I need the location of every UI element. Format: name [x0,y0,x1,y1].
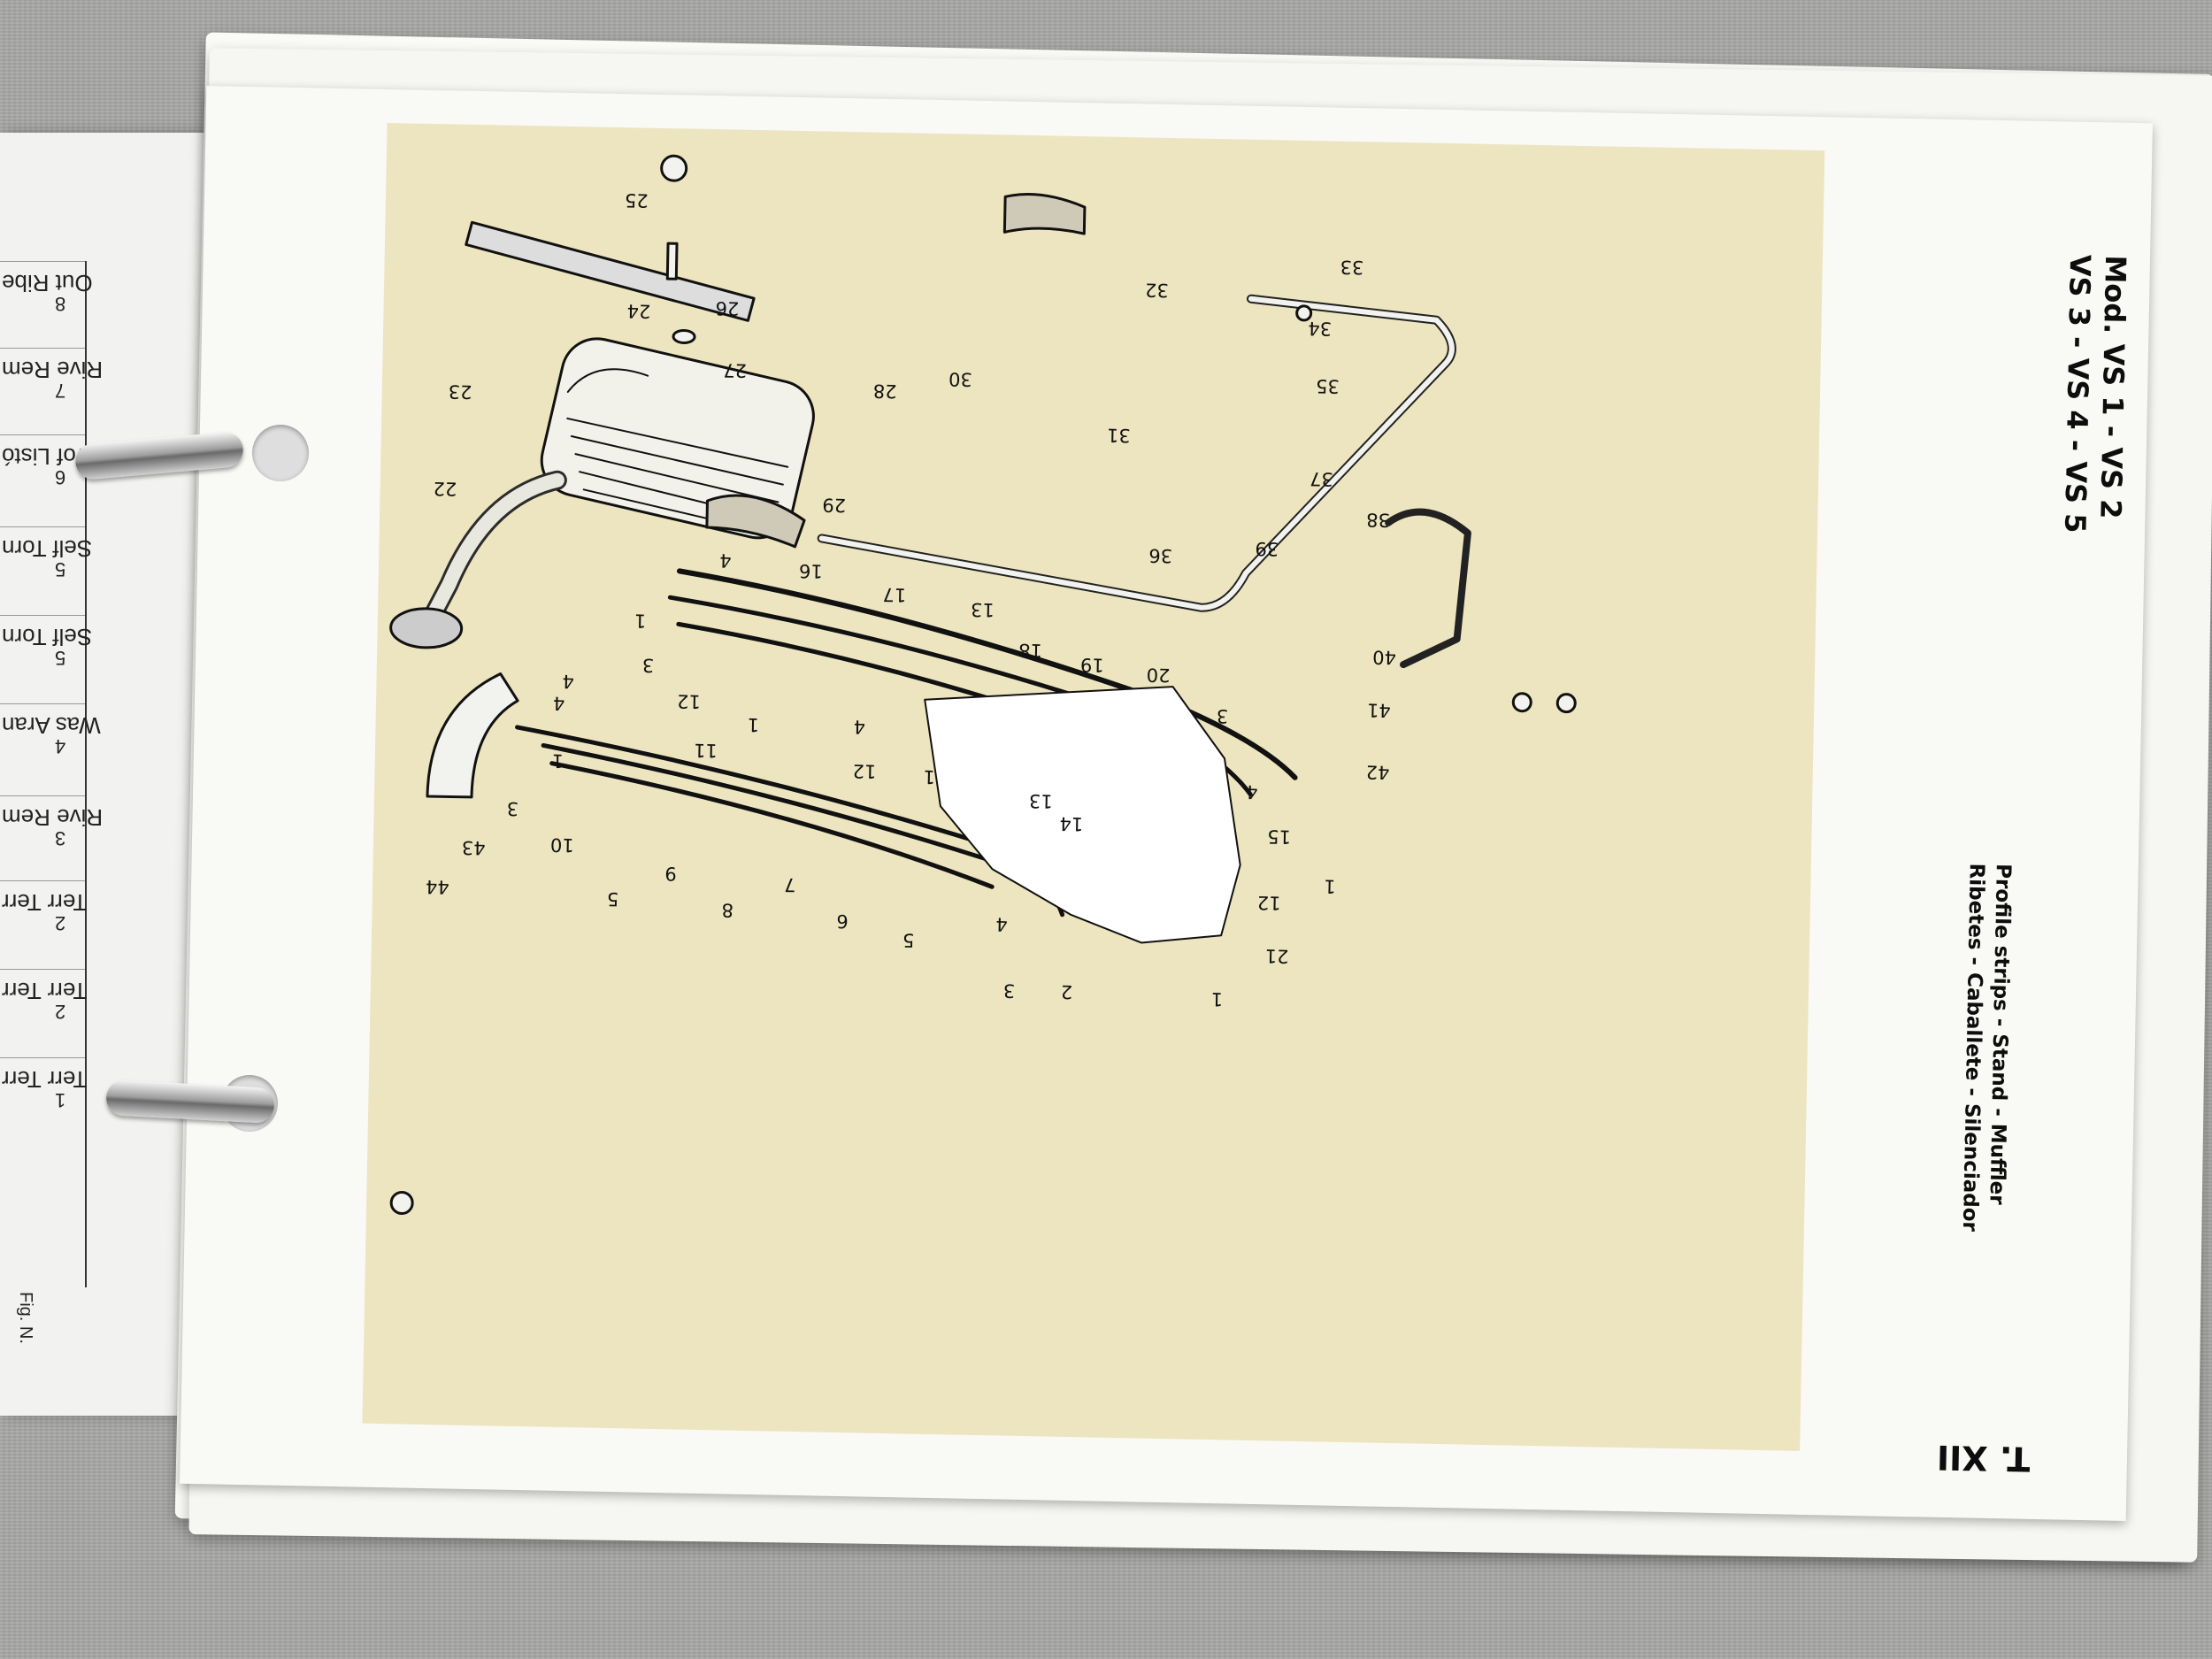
callout-11: 11 [693,739,718,762]
callout-12b: 12 [852,760,877,782]
callout-30: 30 [948,368,973,390]
callout-31: 31 [1106,424,1131,447]
row-description: Rive Rem [2,804,104,831]
parts-row: 7 Rive Rem [0,348,103,430]
callout-1b: 1 [923,765,936,787]
parts-row: 5 Self Torn [0,526,92,609]
callout-8: 8 [721,899,734,921]
muffler [389,220,815,649]
row-description: Self Torn [2,535,93,562]
callout-3b: 3 [1216,705,1229,727]
parts-row: 6 Prof Listó [0,434,99,517]
callout-17: 17 [882,583,907,606]
callout-7: 7 [783,873,796,895]
parts-row: 2 Terr Terr [0,969,88,1051]
row-description: Terr Terr [2,889,88,916]
callout-5b: 5 [902,929,915,951]
fig-number-header: Fig. N. [16,1292,35,1344]
callout-2: 2 [1060,980,1073,1003]
callout-13b: 13 [1028,790,1053,812]
body-panel [924,686,1241,944]
callout-27: 27 [723,359,748,381]
callout-41: 41 [1366,699,1392,721]
callout-39: 39 [1255,537,1279,560]
callout-20: 20 [1146,664,1171,687]
parts-row: 8 Out Ribe [0,261,93,343]
callout-44: 44 [425,875,450,898]
callout-4c: 4 [1246,780,1258,803]
model-line-2: VS 3 - VS 4 - VS 5 [2058,254,2098,534]
plate-title-spanish: Ribetes - Caballete - Silenciador [1957,863,1988,1233]
callout-33: 33 [1340,256,1364,279]
callout-5a: 5 [606,887,619,910]
stand-frame [705,193,1456,612]
callout-29: 29 [822,494,847,516]
callout-40: 40 [1371,646,1397,668]
parts-row: 2 Terr Terr [0,880,88,963]
callout-28: 28 [872,380,897,403]
callout-25: 25 [624,189,649,211]
callout-3d: 3 [1002,979,1016,1002]
callout-4b: 4 [853,716,866,738]
callout-4e: 4 [995,913,1008,935]
tail-pipe [426,672,519,799]
row-description: Out Ribe [2,270,93,296]
callout-43: 43 [461,836,486,859]
callout-37: 37 [1309,468,1334,490]
callout-38: 38 [1365,509,1391,531]
callout-34: 34 [1308,317,1333,340]
callout-1a: 1 [634,610,647,632]
callout-42: 42 [1365,761,1390,783]
callout-1e: 1 [1324,875,1336,897]
parts-row: 1 Terr Terr [0,1057,88,1140]
callout-35: 35 [1315,375,1340,397]
callout-21: 21 [1264,945,1289,967]
exploded-parts-drawing [389,154,1577,1215]
callout-10: 10 [549,833,574,856]
callout-4a: 4 [718,549,732,572]
row-description: Self Torn [2,624,93,650]
callout-12a: 12 [676,690,702,712]
parts-row: 5 Self Torn [0,615,92,697]
row-description: Was Aran [2,712,101,739]
callout-6: 6 [836,910,849,933]
callout-9: 9 [664,863,677,885]
callout-3c: 3 [506,797,519,819]
callout-19: 19 [1079,654,1104,676]
callout-14: 14 [1059,812,1084,835]
row-description: Terr Terr [2,1066,88,1093]
parts-row: 4 Was Aran [0,703,101,786]
callout-4d: 4 [562,670,575,693]
table-number: T. XII [1936,1437,2031,1479]
callout-16: 16 [798,559,823,582]
row-description: Terr Terr [2,978,88,1004]
callout-1f: 1 [1210,988,1224,1010]
callout-24: 24 [626,300,651,322]
row-description: Rive Rem [2,357,104,383]
fasteners [389,154,1577,1215]
callout-13a: 13 [970,598,995,621]
catalog-plate-page: 25 24 26 27 23 22 28 29 30 31 32 33 34 3… [180,86,2153,1521]
binder-hole-top [252,425,309,481]
parts-row: 3 Rive Rem [0,795,103,878]
left-page: 8 Out Ribe 7 Rive Rem 6 Prof Listó 5 Sel… [0,133,204,1416]
plate-title-english: Profile strips - Stand - Muffler [1985,863,2015,1205]
stand-bracket [1385,508,1471,669]
exploded-diagram-plate: 25 24 26 27 23 22 28 29 30 31 32 33 34 3… [362,122,1825,1451]
callout-1d: 1 [551,749,565,772]
parts-list-table: 8 Out Ribe 7 Rive Rem 6 Prof Listó 5 Sel… [0,261,103,1287]
callout-32: 32 [1144,279,1170,301]
callout-12c: 12 [1256,891,1281,914]
callout-18: 18 [1018,639,1043,662]
model-line-1: Mod. VS 1 - VS 2 [2093,255,2133,519]
callout-3a: 3 [641,654,655,676]
callout-26: 26 [715,297,740,319]
callout-1c: 1 [747,713,760,736]
callout-23: 23 [448,380,472,403]
callout-36: 36 [1148,544,1173,567]
callout-22: 22 [433,478,457,500]
callout-15: 15 [1267,826,1292,848]
callout-4f: 4 [552,692,565,714]
